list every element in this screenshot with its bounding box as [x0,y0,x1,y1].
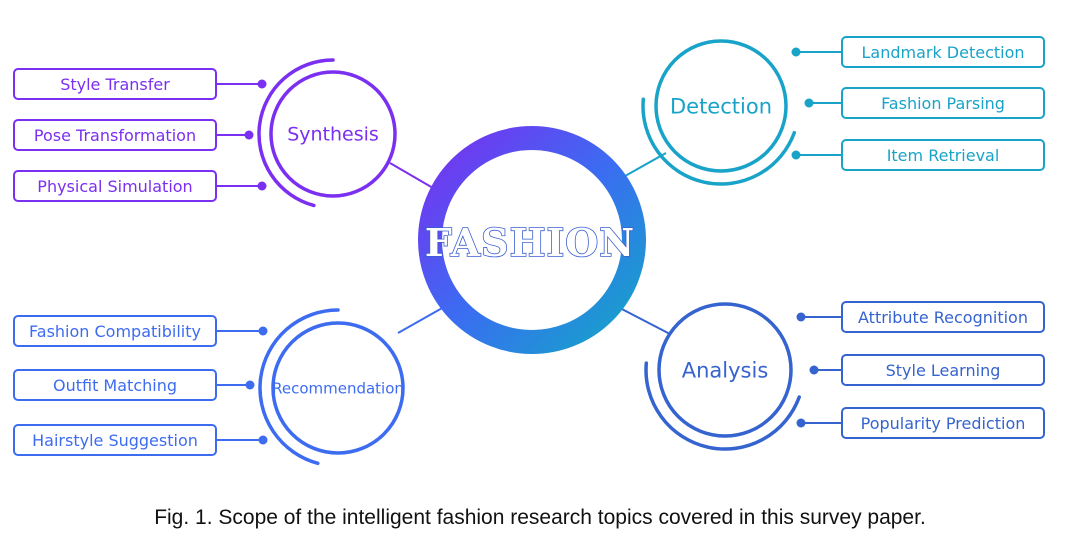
spoke-recommendation [397,306,445,334]
synthesis-topic-box-1 [13,68,217,100]
analysis-connector-dot-2 [809,365,819,375]
analysis-topic-box-1 [841,301,1045,333]
synthesis-topic-label-3: Physical Simulation [37,177,192,196]
spoke-detection [617,152,667,181]
detection-topic-label-3: Item Retrieval [887,146,1000,165]
analysis-topic-box-3 [841,407,1045,439]
analysis-hub-circle [657,302,793,438]
analysis-hub-label: Analysis [682,358,769,382]
analysis-topic-label-1: Attribute Recognition [858,308,1028,327]
detection-hub-circle [654,39,788,173]
analysis-connector-dot-1 [796,312,806,322]
detection-hub-label: Detection [670,94,772,118]
center-label: FASHION [425,220,635,265]
recommendation-connector-dot-2 [245,380,255,390]
synthesis-connector-dot-3 [257,181,267,191]
synthesis-hub-label: Synthesis [287,124,379,146]
synthesis-hub-circle [269,70,397,198]
analysis-outer-arc [644,361,801,451]
recommendation-topic-label-2: Outfit Matching [53,376,177,395]
synthesis-connector-dot-2 [244,130,254,140]
center-node: FASHION [418,126,646,354]
synthesis-topic-label-2: Pose Transformation [34,126,196,145]
synthesis-topic-box-2 [13,119,217,151]
synthesis-outer-arc [257,58,335,208]
center-ring [418,126,646,354]
detection-topic-box-1 [841,36,1045,68]
recommendation-hub-circle [271,321,405,455]
recommendation-connector-dot-3 [258,435,268,445]
recommendation-connector-dot-1 [258,326,268,336]
recommendation-topic-label-3: Hairstyle Suggestion [32,431,198,450]
recommendation-topic-box-2 [13,369,217,401]
synthesis-topic-box-3 [13,170,217,202]
recommendation-topic-box-3 [13,424,217,456]
synthesis-connector-dot-1 [257,79,267,89]
detection-connector-dot-3 [791,150,801,160]
analysis-topic-label-2: Style Learning [886,361,1001,380]
recommendation-outer-arc [258,308,340,466]
detection-topic-box-3 [841,139,1045,171]
recommendation-topic-label-1: Fashion Compatibility [29,322,201,341]
spoke-synthesis [389,162,434,189]
detection-outer-arc [641,97,797,186]
synthesis-topic-label-1: Style Transfer [60,75,170,94]
recommendation-hub-label: Recommendation [272,379,404,397]
spoke-analysis [617,306,671,335]
detection-topic-box-2 [841,87,1045,119]
cluster-recommendation: Recommendation Fashion CompatibilityOutfi… [13,308,405,466]
detection-connector-dot-1 [791,47,801,57]
figure-caption: Fig. 1. Scope of the intelligent fashion… [154,506,926,529]
connector-lines [389,152,671,335]
detection-connector-dot-2 [804,98,814,108]
detection-topic-label-2: Fashion Parsing [881,94,1005,113]
analysis-topic-label-3: Popularity Prediction [861,414,1026,433]
analysis-connector-dot-3 [796,418,806,428]
analysis-topic-box-2 [841,354,1045,386]
recommendation-topic-box-1 [13,315,217,347]
detection-topic-label-1: Landmark Detection [861,43,1024,62]
